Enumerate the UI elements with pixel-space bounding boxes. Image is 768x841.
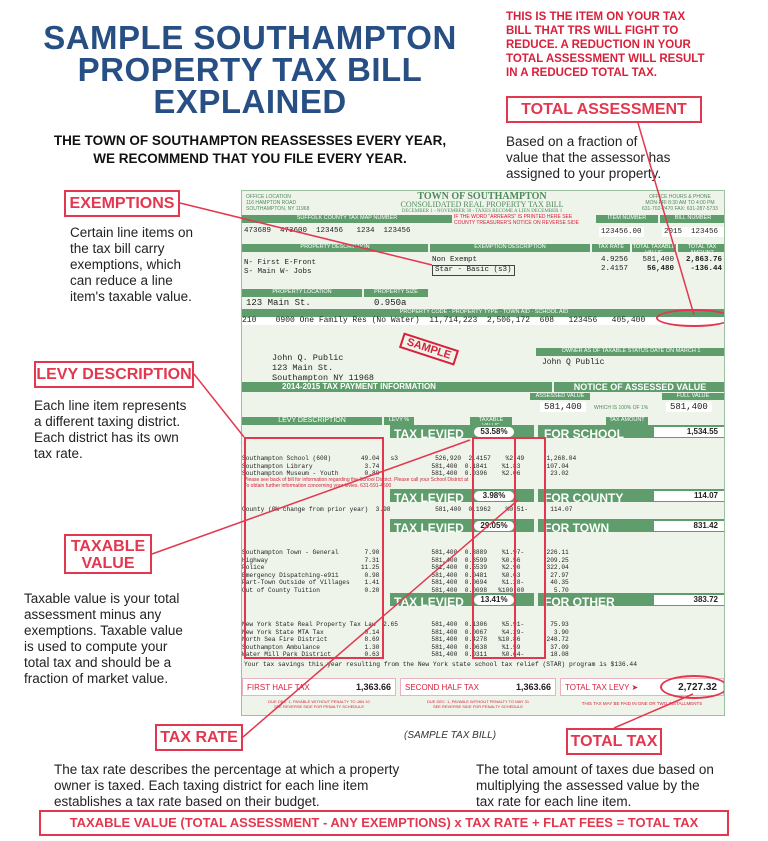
full-value-header: FULL VALUE xyxy=(662,393,724,400)
assessed-value-header: ASSESSED VALUE xyxy=(530,393,590,400)
tax-rate-desc: The tax rate describes the percentage at… xyxy=(54,762,400,809)
footer-second: DUE DEC. 1, PAYABLE WITHOUT PENALTY TO M… xyxy=(426,699,530,709)
ex-desc-header: EXEMPTION DESCRIPTION xyxy=(430,244,590,252)
tax-rate-label: TAX RATE xyxy=(155,724,243,751)
total-levy-highlight xyxy=(660,675,724,699)
tax-map-header: SUFFOLK COUNTY TAX MAP NUMBER xyxy=(242,215,452,223)
formula-banner: TAXABLE VALUE (TOTAL ASSESSMENT - ANY EX… xyxy=(39,810,729,836)
property-location: 123 Main St. xyxy=(246,298,311,308)
taxable-column-highlight xyxy=(472,437,516,659)
prop-loc-header: PROPERTY LOCATION xyxy=(242,289,362,297)
item-number-header: ITEM NUMBER xyxy=(596,215,658,223)
notice-header: NOTICE OF ASSESSED VALUE xyxy=(554,382,724,392)
total-tax-col: 2,863.76-136.44 xyxy=(685,256,722,273)
owner-header: OWNER AS OF TAXABLE STATUS DATE ON MARCH… xyxy=(536,348,724,356)
prop-desc-header: PROPERTY DESCRIPTION xyxy=(242,244,428,252)
bill-number: 2015 123456 xyxy=(662,227,724,238)
property-size: 0.950a xyxy=(374,298,407,308)
assessment-highlight xyxy=(656,309,724,327)
other-amount: 383.72 xyxy=(654,595,724,605)
arrears-note: IF THE WORD "ARREARS" IS PRINTED HERE SE… xyxy=(454,214,579,226)
taxable-value-header: TAXABLE VALUE xyxy=(470,417,512,429)
footer-installments: THIS TAX MAY BE PAID IN ONE OR TWO INSTA… xyxy=(581,701,703,706)
prop-size-header: PROPERTY SIZE xyxy=(364,289,428,297)
bill-caption: (SAMPLE TAX BILL) xyxy=(404,730,497,741)
reassess-note: THE TOWN OF SOUTHAMPTON REASSESSES EVERY… xyxy=(53,133,447,166)
star-note: Your tax savings this year resulting fro… xyxy=(244,661,637,668)
owner-status: John Q Public xyxy=(542,358,605,367)
total-tax-label: TOTAL TAX xyxy=(566,728,662,755)
county-amount: 114.07 xyxy=(654,491,724,501)
levy-description-label: LEVY DESCRIPTION xyxy=(34,361,194,388)
ids-row: 473689 473600 123456 1234 123456 xyxy=(244,227,411,235)
bill-number-header: BILL NUMBER xyxy=(660,215,724,223)
property-row: 210 0900 One Family Res (No Water) 11,71… xyxy=(242,316,724,326)
school-amount: 1,534.55 xyxy=(654,427,724,437)
total-tax-amt-header: TOTAL TAX AMOUNT xyxy=(678,244,724,256)
footer-first: DUE DEC. 1, PAYABLE WITHOUT PENALTY TO J… xyxy=(268,699,370,709)
total-taxable-header: TOTAL TAXABLE VALUE xyxy=(632,244,676,256)
levy-pct-header: LEVY % xyxy=(384,417,414,425)
sample-stamp: SAMPLE xyxy=(398,332,459,366)
county-pct: 3.98% xyxy=(474,491,514,501)
assessed-value: 581,400 xyxy=(540,402,586,413)
tax-rate-column-highlight xyxy=(514,437,546,659)
pct-note: WHICH IS 100% OF 1% xyxy=(594,405,649,411)
item-number: 123456.00 xyxy=(599,227,644,238)
prop-type-header: PROPERTY CODE · PROPERTY TYPE · TOWN AID… xyxy=(242,309,724,317)
payment-info-header: 2014-2015 TAX PAYMENT INFORMATION xyxy=(242,382,552,392)
levy-desc-header: LEVY DESCRIPTION xyxy=(242,417,382,425)
town-amount: 831.42 xyxy=(654,521,724,531)
first-half-box: FIRST HALF TAX 1,363.66 xyxy=(242,678,396,696)
total-assessment-label: TOTAL ASSESSMENT xyxy=(506,96,702,123)
tax-rate-header: TAX RATE xyxy=(592,244,630,252)
levy-column-highlight xyxy=(244,437,384,659)
bill-heading: TOWN OF SOUTHAMPTON CONSOLIDATED REAL PR… xyxy=(400,191,564,215)
full-value: 581,400 xyxy=(666,402,712,413)
second-half-box: SECOND HALF TAX 1,363.66 xyxy=(400,678,556,696)
tax-amount-header: TAX AMOUNT xyxy=(606,417,648,425)
school-pct: 53.58% xyxy=(474,427,514,437)
exemptions-label: EXEMPTIONS xyxy=(64,190,180,217)
